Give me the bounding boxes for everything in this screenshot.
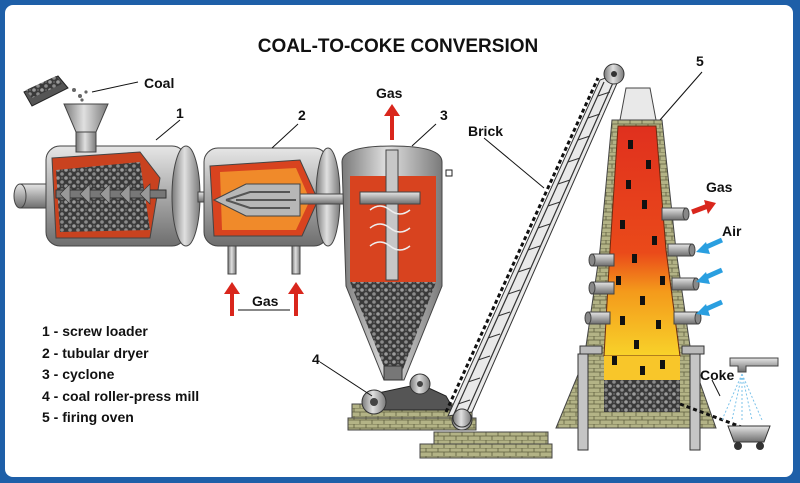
label-gas-top: Gas bbox=[376, 85, 403, 101]
label-number-2: 2 bbox=[298, 107, 306, 123]
roller-press-mill bbox=[347, 373, 553, 459]
label-number-3: 3 bbox=[440, 107, 448, 123]
label-brick: Brick bbox=[468, 123, 503, 139]
tubular-dryer bbox=[203, 147, 347, 316]
label-gas-bottom: Gas bbox=[252, 293, 279, 309]
label-air: Air bbox=[722, 223, 742, 239]
label-coke: Coke bbox=[700, 367, 734, 383]
legend-item: 5 - firing oven bbox=[42, 409, 134, 425]
legend-item: 2 - tubular dryer bbox=[42, 344, 149, 361]
diagram-canvas: COAL-TO-COKE CONVERSION bbox=[5, 5, 793, 477]
diagram-title: COAL-TO-COKE CONVERSION bbox=[258, 36, 538, 57]
label-number-1: 1 bbox=[176, 105, 184, 121]
firing-oven bbox=[555, 87, 779, 451]
coal-to-coke-diagram: COAL-TO-COKE CONVERSION bbox=[13, 36, 779, 459]
brick-conveyor bbox=[444, 63, 625, 428]
legend-item: 3 - cyclone bbox=[42, 366, 115, 382]
label-number-5: 5 bbox=[696, 53, 704, 69]
screw-loader bbox=[13, 75, 221, 247]
legend-item: 4 - coal roller-press mill bbox=[42, 387, 200, 404]
legend-item: 1 - screw loader bbox=[42, 323, 148, 339]
label-coal: Coal bbox=[144, 75, 174, 91]
label-gas-oven: Gas bbox=[706, 179, 733, 195]
cyclone bbox=[341, 104, 443, 381]
marker-square bbox=[445, 169, 453, 177]
label-number-4: 4 bbox=[312, 351, 320, 367]
legend: 1 - screw loader 2 - tubular dryer 3 - c… bbox=[42, 321, 199, 429]
